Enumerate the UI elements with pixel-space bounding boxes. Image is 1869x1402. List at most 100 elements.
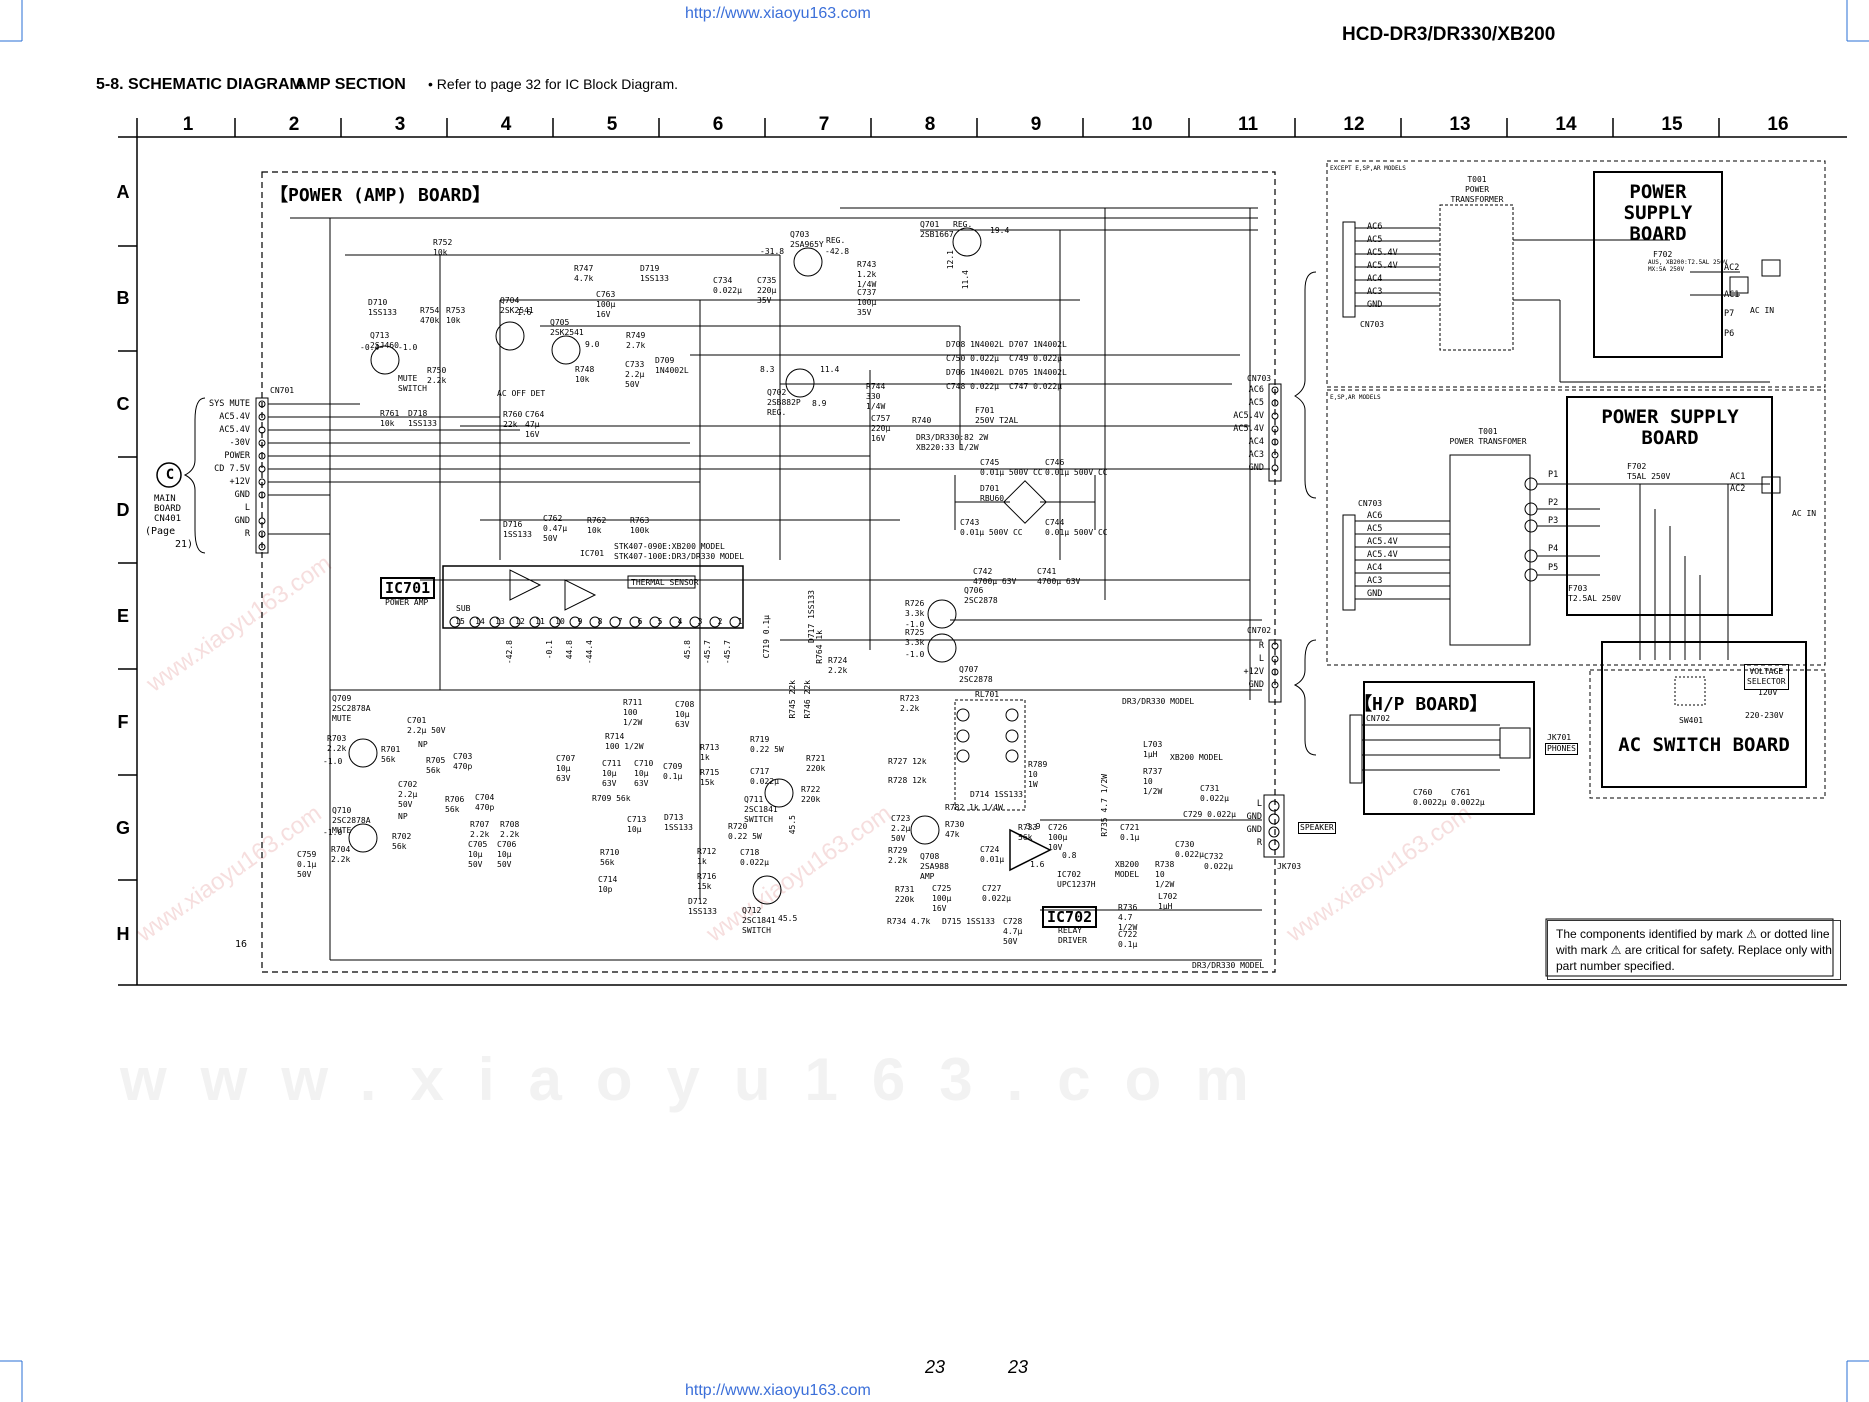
psu2-p4: P4 <box>1548 544 1559 554</box>
voltage: 45.8 <box>683 640 692 660</box>
column-number: 14 <box>1555 114 1577 135</box>
hp-board-title: 【H/P BOARD】 <box>1354 694 1488 715</box>
voltage-120: 120V <box>1758 688 1778 697</box>
voltage: 1.6 <box>517 308 532 317</box>
column-number: 12 <box>1343 114 1365 135</box>
column-number: 9 <box>1030 114 1042 135</box>
rl701-label: RL701 <box>975 690 1000 699</box>
row-letter: E <box>116 606 129 626</box>
r728-label: R728 12k <box>888 776 927 785</box>
row-letter: D <box>116 500 130 520</box>
column-number: 5 <box>606 114 618 135</box>
r745-label: R745 22k <box>788 680 797 719</box>
voltage: 8.3 <box>760 365 775 374</box>
d715-label: D715 1SS133 <box>942 917 995 926</box>
psu1-fuse: F702 <box>1653 250 1673 259</box>
header-url-top[interactable]: http://www.xiaoyu163.com <box>685 5 871 22</box>
safety-caution-note: The components identified by mark ⚠ or d… <box>1547 920 1841 980</box>
voltage: -1.0 <box>905 620 925 629</box>
r727-label: R727 12k <box>888 757 927 766</box>
main-board-letter: C <box>165 467 175 483</box>
ac-off-det-label: AC OFF DET <box>497 389 546 398</box>
jk703-ref: JK703 <box>1277 862 1302 871</box>
np-label-2: NP <box>398 812 408 821</box>
main-board-ref[interactable]: C <box>155 462 185 488</box>
column-number: 7 <box>818 114 830 135</box>
page-ref-16: 16 <box>235 939 248 950</box>
voltage: 44.8 <box>565 640 574 660</box>
psu1-ac-pin-2: AC1 <box>1724 290 1740 300</box>
r740-label: R740 <box>912 416 932 425</box>
model-title: HCD-DR3/DR330/XB200 <box>1342 24 1556 45</box>
voltage: -1.0 <box>323 757 343 766</box>
cn702-ref: CN702 <box>1247 626 1272 635</box>
voltage: 11.4 <box>961 270 970 290</box>
voltage: 19.4 <box>990 226 1010 235</box>
column-number: 4 <box>500 114 512 135</box>
r764-label: R764 1k <box>815 630 824 664</box>
c748-label: C748 0.022μ <box>946 382 999 391</box>
psu2-p5: P5 <box>1548 563 1559 573</box>
c719-label: C719 0.1μ <box>762 615 771 659</box>
voltage: -45.7 <box>723 640 732 665</box>
psu2-p2: P2 <box>1548 498 1559 508</box>
ic701-model-xb200: STK407-090E:XB200 MODEL <box>614 542 725 551</box>
np-label-1: NP <box>418 740 428 749</box>
psu1-ac-in[interactable]: AC IN <box>1750 306 1775 315</box>
sw401-label[interactable]: SW401 <box>1679 716 1704 725</box>
voltage: 45.5 <box>778 914 798 923</box>
ic702-box: IC702 <box>1042 906 1098 928</box>
section-title: 5-8. SCHEMATIC DIAGRAM <box>96 76 303 93</box>
ic701-sub-label: SUB <box>456 604 471 613</box>
r782-label: R782 1k 1/4W <box>945 803 1003 812</box>
voltage: -44.4 <box>585 640 594 665</box>
d707-label: D707 1N4002L <box>1009 340 1067 349</box>
footer-url[interactable]: http://www.xiaoyu163.com <box>685 1382 871 1399</box>
thermal-sensor-label: THERMAL SENSOR <box>631 578 699 587</box>
psu2-ac-in[interactable]: AC IN <box>1792 509 1817 518</box>
